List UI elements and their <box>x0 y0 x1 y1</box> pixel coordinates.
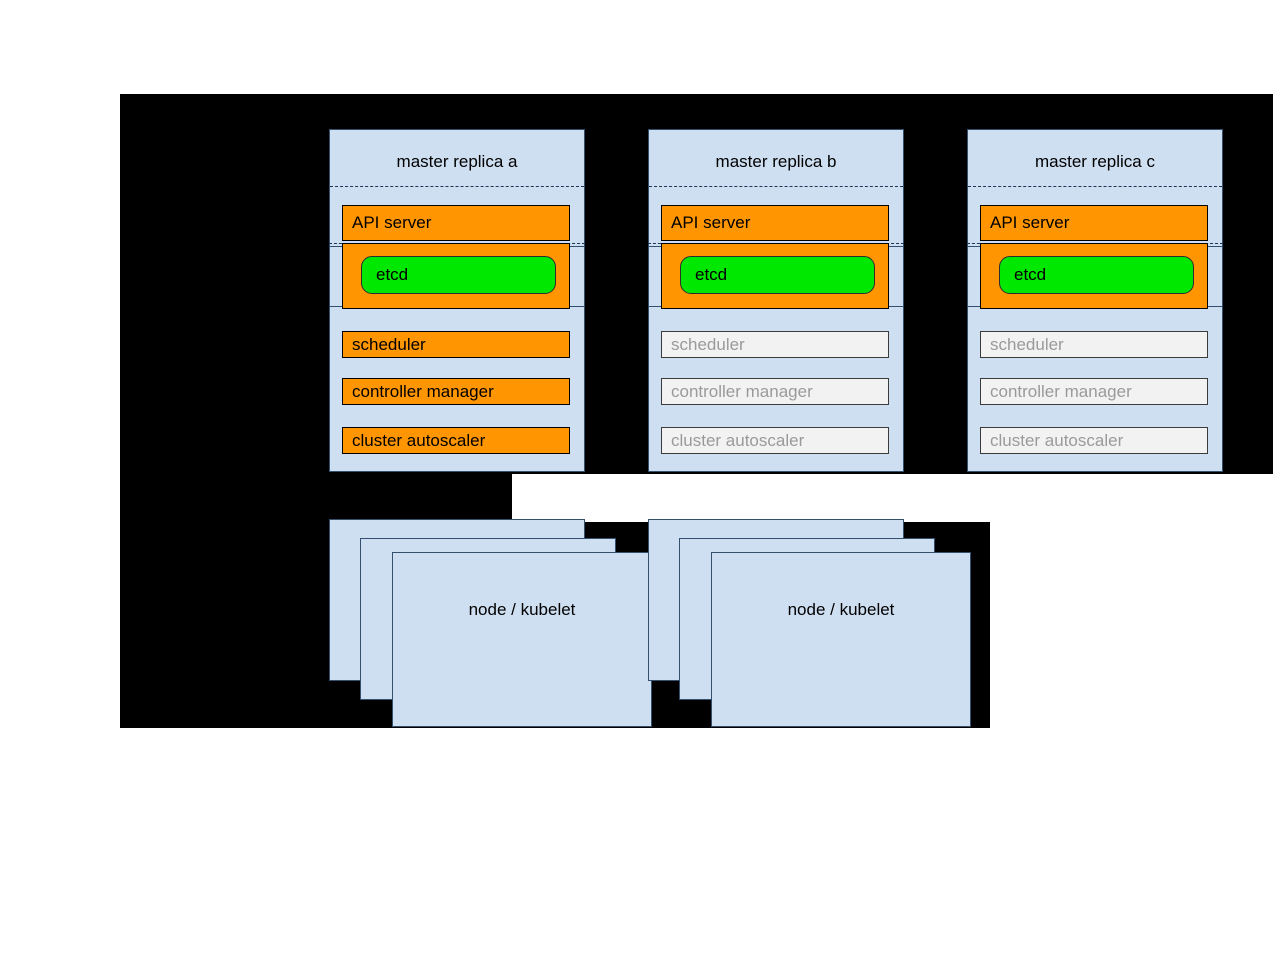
node-group-left-card-front[interactable]: node / kubelet <box>392 552 652 727</box>
replica-a-api-server-label: API server <box>352 213 432 232</box>
replica-b-api-server-label: API server <box>671 213 751 232</box>
replica-c-title: master replica c <box>1035 152 1155 171</box>
replica-b-dashed-top <box>649 186 903 187</box>
node-group-right-label: node / kubelet <box>787 600 895 619</box>
backdrop-middle-left <box>120 474 512 522</box>
replica-b-etcd[interactable]: etcd <box>680 256 875 294</box>
replica-c-cluster-autoscaler-label: cluster autoscaler <box>990 430 1124 450</box>
replica-b-controller-manager[interactable]: controller manager <box>661 378 889 405</box>
replica-b-scheduler-label: scheduler <box>671 334 745 354</box>
replica-c-cluster-autoscaler[interactable]: cluster autoscaler <box>980 427 1208 454</box>
replica-a-api-server[interactable]: API server <box>342 205 570 241</box>
replica-c-dashed-top <box>968 186 1222 187</box>
node-group-right-card-front[interactable]: node / kubelet <box>711 552 971 727</box>
node-group-left-label: node / kubelet <box>468 600 576 619</box>
replica-c-scheduler[interactable]: scheduler <box>980 331 1208 358</box>
replica-b-etcd-label: etcd <box>695 265 728 284</box>
replica-b-controller-manager-label: controller manager <box>671 381 813 401</box>
replica-a-dashed-top <box>330 186 584 187</box>
replica-a-scheduler[interactable]: scheduler <box>342 331 570 358</box>
replica-c-api-server-label: API server <box>990 213 1070 232</box>
replica-a-controller-manager-label: controller manager <box>352 381 494 401</box>
replica-a-etcd-label: etcd <box>376 265 409 284</box>
replica-b-title: master replica b <box>715 152 837 171</box>
replica-a-cluster-autoscaler-label: cluster autoscaler <box>352 430 486 450</box>
replica-c-etcd-label: etcd <box>1014 265 1047 284</box>
replica-a-etcd[interactable]: etcd <box>361 256 556 294</box>
replica-c-etcd[interactable]: etcd <box>999 256 1194 294</box>
replica-b-scheduler[interactable]: scheduler <box>661 331 889 358</box>
replica-b-api-server[interactable]: API server <box>661 205 889 241</box>
replica-c-controller-manager-label: controller manager <box>990 381 1132 401</box>
replica-a-title: master replica a <box>396 152 518 171</box>
replica-b-cluster-autoscaler[interactable]: cluster autoscaler <box>661 427 889 454</box>
replica-a-cluster-autoscaler[interactable]: cluster autoscaler <box>342 427 570 454</box>
replica-a-controller-manager[interactable]: controller manager <box>342 378 570 405</box>
replica-c-scheduler-label: scheduler <box>990 334 1064 354</box>
replica-c-controller-manager[interactable]: controller manager <box>980 378 1208 405</box>
replica-c-api-server[interactable]: API server <box>980 205 1208 241</box>
replica-a-scheduler-label: scheduler <box>352 334 426 354</box>
replica-b-cluster-autoscaler-label: cluster autoscaler <box>671 430 805 450</box>
